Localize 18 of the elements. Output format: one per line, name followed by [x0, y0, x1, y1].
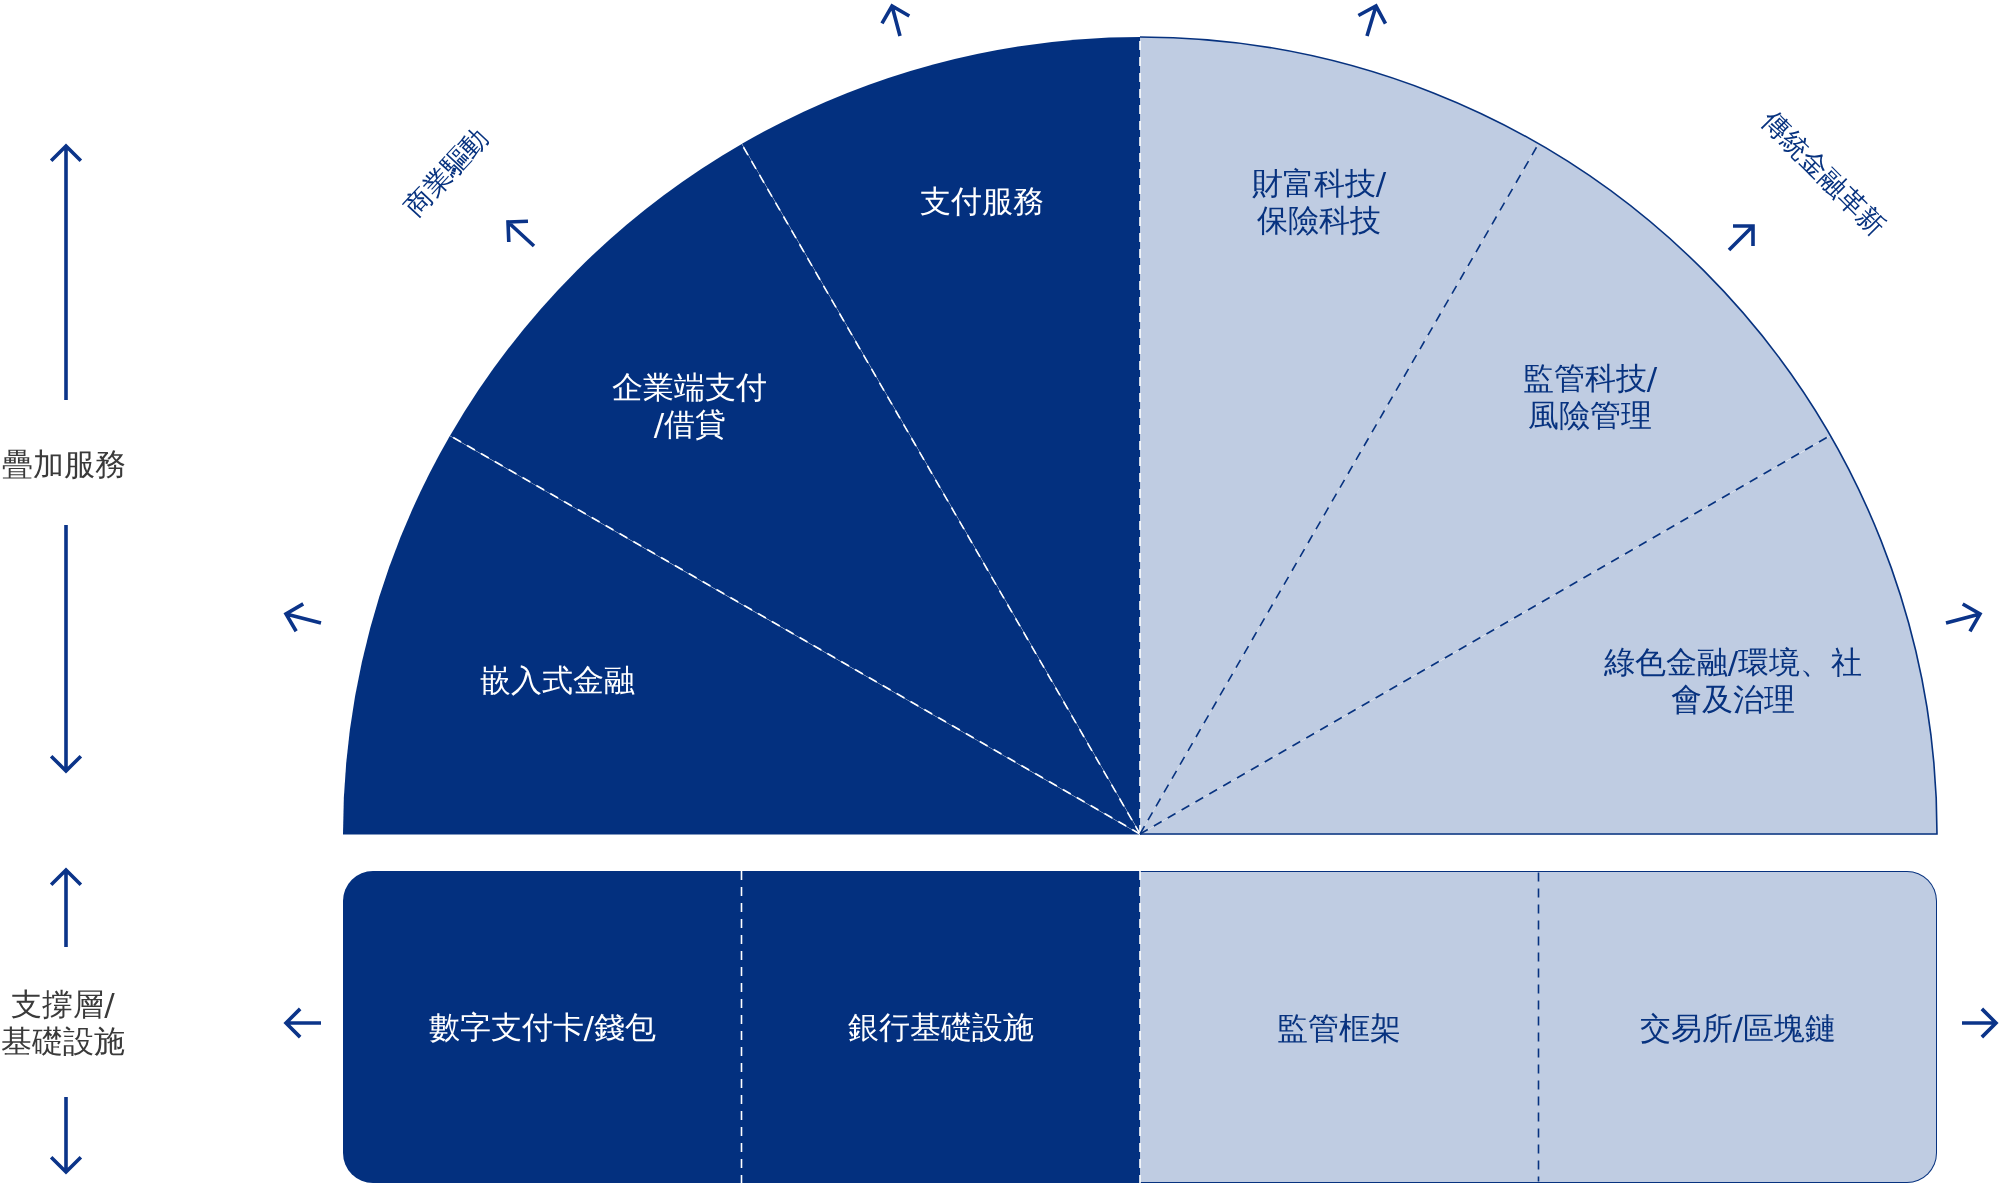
sector-label: 支付服務 — [920, 182, 1044, 220]
segment-label: 監管框架 — [1277, 1009, 1402, 1047]
direction-label: 商業驅動 — [399, 123, 493, 221]
direction-label: 傳統金融革新 — [1757, 106, 1891, 240]
segment-label: 交易所/區塊鏈 — [1639, 1009, 1836, 1047]
segment-label: 數字支付卡/錢包 — [428, 1008, 656, 1046]
bar-segment — [741, 871, 1140, 1183]
sector-label: 監管科技/風險管理 — [1521, 360, 1659, 434]
segment-label: 銀行基礎設施 — [847, 1008, 1034, 1046]
sector-label: 企業端支付/借貸 — [611, 369, 769, 443]
sector-label: 嵌入式金融 — [479, 661, 635, 699]
bar-segment — [343, 871, 742, 1183]
bar-segment — [1140, 871, 1539, 1183]
layer-label: 支撐層/基礎設施 — [0, 986, 126, 1060]
sector-label: 綠色金融/環境、社會及治理 — [1602, 644, 1864, 718]
layer-label: 疊加服務 — [2, 445, 126, 483]
sector-label: 財富科技/保險科技 — [1250, 165, 1388, 239]
bar-segment — [1538, 871, 1937, 1183]
